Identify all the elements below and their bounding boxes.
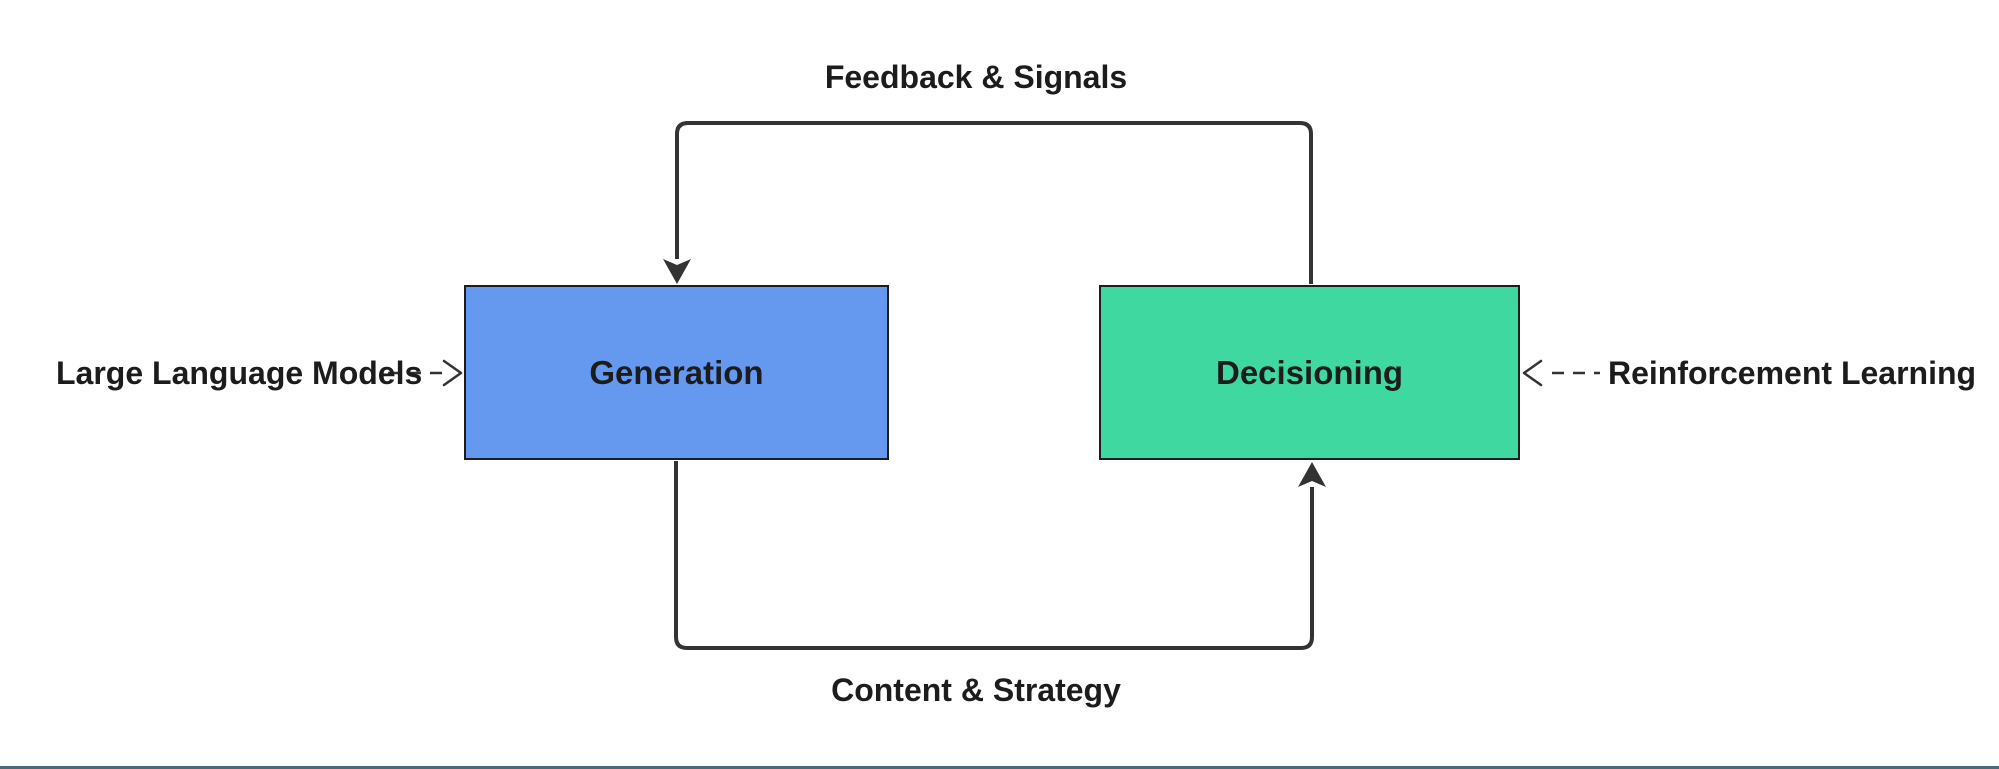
content-arrowhead-icon [1298,462,1326,487]
node-decisioning-label: Decisioning [1215,353,1404,391]
edge-label-reinforcement-learning: Reinforcement Learning [1608,355,1977,391]
edge-label-large-language-models: Large Language Models [56,355,423,391]
bottom-divider [0,766,1999,769]
feedback-arrowhead-icon [663,259,691,284]
node-decisioning: Decisioning [1099,285,1520,460]
edge-label-feedback-signals: Feedback & Signals [824,59,1128,95]
node-generation-label: Generation [589,353,764,391]
edge-label-content-strategy: Content & Strategy [831,672,1121,708]
feedback-edge-line [675,121,1313,284]
llm-arrowhead-icon [442,359,463,387]
node-generation: Generation [464,285,889,460]
content-edge-line [674,461,1314,650]
rl-arrowhead-icon [1522,359,1543,387]
